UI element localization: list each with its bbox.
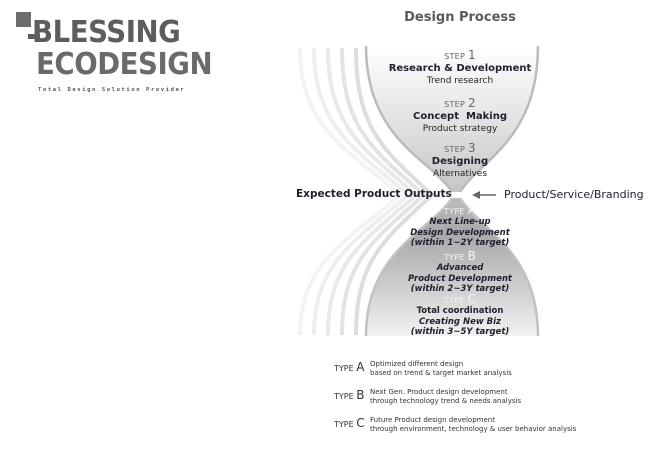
arrow-left-icon — [472, 191, 496, 199]
legend-prefix: TYPE — [334, 392, 354, 401]
type-line: Total coordination — [416, 306, 504, 317]
legend-prefix: TYPE — [334, 364, 354, 373]
step-title: Designing — [431, 156, 489, 167]
type-line: (within 3~5Y target) — [410, 326, 510, 337]
legend-letter: B — [356, 388, 365, 402]
step-3: STEP 3 Designing Alternatives — [380, 141, 540, 180]
type-line: Advanced — [436, 263, 484, 274]
legend-letter: A — [356, 360, 365, 374]
legend-line1: Next Gen. Product design development — [370, 388, 508, 396]
step-1: STEP 1 Research & Development Trend rese… — [380, 48, 540, 87]
step-title: Research & Development — [388, 63, 532, 74]
step-prefix: STEP — [444, 145, 466, 154]
logo: BLESSING ECODESIGN Total Design Solution… — [14, 12, 214, 102]
legend-line2: through environment, technology & user b… — [370, 425, 577, 433]
type-line: Product Development — [408, 273, 512, 284]
wave-lines-decoration — [298, 47, 435, 336]
type-c: TYPE C Total coordination Creating New B… — [380, 292, 540, 337]
logo-line1: BLESSING — [32, 15, 181, 50]
expected-outputs-label: Expected Product Outputs — [296, 188, 452, 200]
legend-line2: based on trend & target market analysis — [370, 369, 512, 377]
type-letter: C — [467, 292, 477, 306]
legend-line2: through technology trend & needs analysi… — [370, 397, 522, 405]
step-2: STEP 2 Concept Making Product strategy — [380, 96, 540, 135]
step-subtitle: Trend research — [426, 75, 494, 86]
step-subtitle: Product strategy — [422, 123, 498, 134]
hourglass-top-bulb — [366, 46, 538, 192]
type-a: TYPE A Next Line-up Design Development (… — [380, 203, 540, 248]
type-line: (within 1~2Y target) — [410, 237, 510, 248]
legend-line1: Future Product design development — [370, 416, 495, 424]
step-prefix: STEP — [444, 100, 466, 109]
step-subtitle: Alternatives — [432, 168, 488, 179]
divider-lines — [300, 92, 610, 291]
type-prefix: TYPE — [443, 207, 465, 216]
legend-letter: C — [356, 416, 365, 430]
hourglass-bottom-bulb — [366, 198, 538, 336]
legend-line1: Optimized different design — [370, 360, 464, 368]
step-prefix: STEP — [444, 52, 466, 61]
type-letter: A — [467, 203, 477, 217]
type-b: TYPE B Advanced Product Development (wit… — [380, 249, 540, 294]
step-number: 2 — [467, 96, 476, 110]
type-line: Design Development — [410, 227, 510, 238]
legend-prefix: TYPE — [334, 420, 354, 429]
logo-line2: ECODESIGN — [36, 47, 213, 82]
type-line: Creating New Biz — [418, 316, 502, 327]
step-number: 3 — [467, 141, 476, 155]
type-prefix: TYPE — [443, 253, 465, 262]
type-letter: B — [467, 249, 477, 263]
step-title: Concept Making — [413, 111, 507, 122]
diagram-title: Design Process — [404, 10, 516, 25]
type-prefix: TYPE — [443, 296, 465, 305]
type-line: (within 2~3Y target) — [410, 283, 510, 294]
logo-tagline: Total Design Solution Provider — [38, 87, 186, 93]
inputs-label: Product/Service/Branding — [504, 188, 644, 201]
step-number: 1 — [467, 48, 476, 62]
logo-dash-icon — [28, 34, 40, 39]
type-line: Next Line-up — [429, 217, 491, 228]
logo-square-icon — [16, 12, 31, 27]
